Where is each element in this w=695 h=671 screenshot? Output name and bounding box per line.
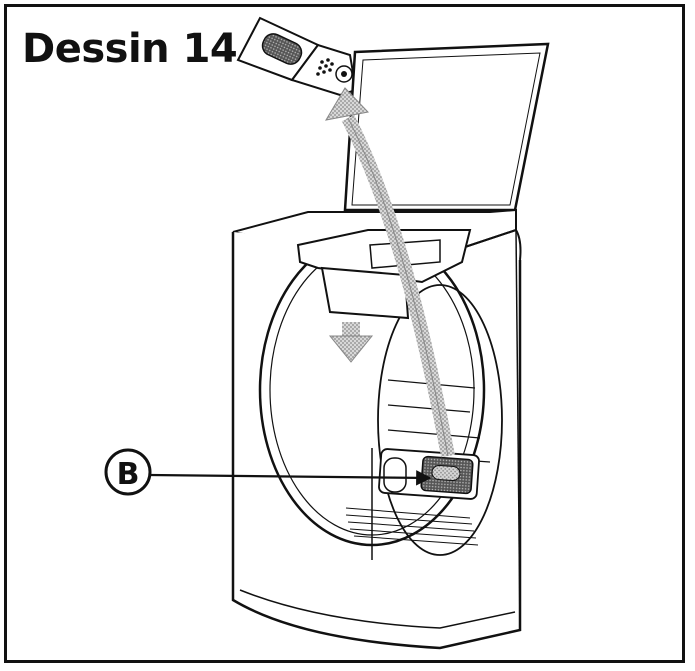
filter-tray-icon	[236, 16, 358, 97]
dryer-icon	[231, 208, 522, 650]
callout-b-label: B	[117, 457, 140, 492]
arrow-icon	[325, 87, 455, 458]
callout-b	[104, 448, 432, 496]
figure-title: Dessin 14	[22, 26, 238, 72]
down-arrow-icon	[328, 322, 374, 363]
